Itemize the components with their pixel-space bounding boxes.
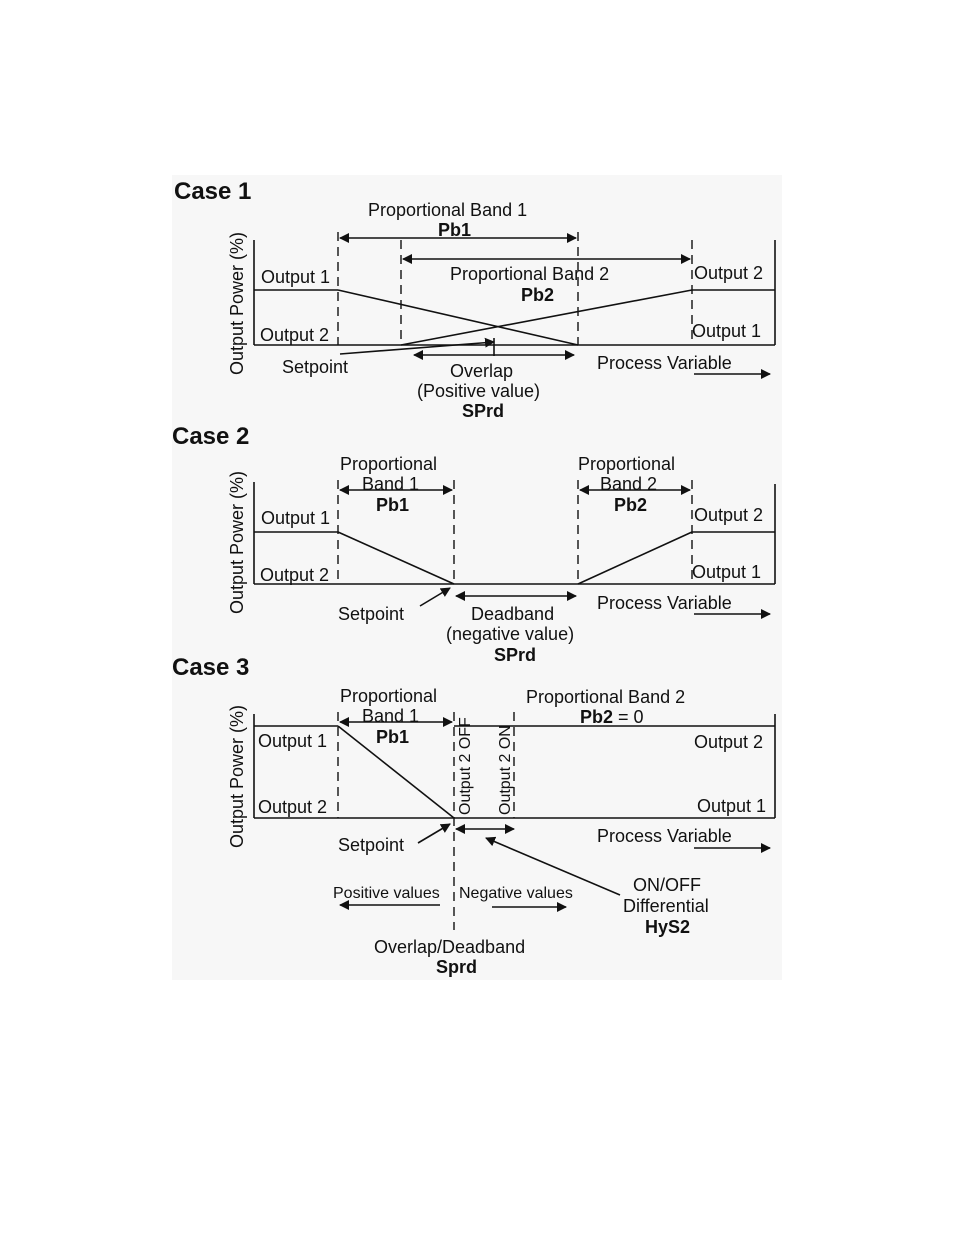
case1-pb2-code: Pb2 <box>521 285 554 305</box>
case1-output2-left: Output 2 <box>260 325 329 345</box>
case3-overlap-deadband-code: Sprd <box>436 957 477 977</box>
case3-onoff-line1: ON/OFF <box>633 875 701 895</box>
case3-panel: Case 3 Output Power (%) Proportional Ban… <box>172 654 776 977</box>
case3-output2-off-label: Output 2 OFF <box>457 717 474 815</box>
case1-output1-right: Output 1 <box>692 321 761 341</box>
case3-y-axis-label: Output Power (%) <box>227 705 247 848</box>
case2-deadband-code: SPrd <box>494 645 536 665</box>
case1-title: Case 1 <box>174 178 251 205</box>
case3-negative-values-label: Negative values <box>459 885 573 902</box>
case2-deadband-label: Deadband <box>471 604 554 624</box>
case2-output1-left: Output 1 <box>261 508 330 528</box>
case3-onoff-code: HyS2 <box>645 917 690 937</box>
case3-output2-on-label: Output 2 ON <box>497 725 514 815</box>
case2-output2-ramp <box>577 531 693 585</box>
case3-output2-right: Output 2 <box>694 732 763 752</box>
case3-setpoint-pointer <box>417 823 451 844</box>
case2-pb2-band: Band 2 <box>600 474 657 494</box>
case1-output2-right: Output 2 <box>694 263 763 283</box>
case1-panel: Case 1 Output Power (%) Proportional Ban… <box>174 178 776 421</box>
case2-output2-right: Output 2 <box>694 505 763 525</box>
case1-output1-ramp <box>337 289 579 346</box>
case3-positive-values-label: Positive values <box>333 885 440 902</box>
case1-setpoint-label: Setpoint <box>282 357 348 377</box>
case2-output2-left: Output 2 <box>260 565 329 585</box>
case3-pb2-value: = 0 <box>613 707 644 727</box>
case2-pb2-word: Proportional <box>578 454 675 474</box>
case1-setpoint-pointer <box>339 337 495 355</box>
case3-pb1-word: Proportional <box>340 686 437 706</box>
case3-setpoint-label: Setpoint <box>338 835 404 855</box>
case3-pb2-code: Pb2 <box>580 707 613 727</box>
case2-pb1-word: Proportional <box>340 454 437 474</box>
case1-pb2-label: Proportional Band 2 <box>450 264 609 284</box>
case2-output1-right: Output 1 <box>692 562 761 582</box>
case2-panel: Case 2 Output Power (%) Proportional Ban… <box>172 423 776 665</box>
case3-output2-left: Output 2 <box>258 797 327 817</box>
case2-process-variable-label: Process Variable <box>597 593 732 613</box>
case2-setpoint-pointer <box>419 587 451 607</box>
case3-output1-right: Output 1 <box>697 796 766 816</box>
case3-overlap-deadband-label: Overlap/Deadband <box>374 937 525 957</box>
case3-output1-ramp <box>337 725 455 819</box>
case3-output1-left: Output 1 <box>258 731 327 751</box>
case2-title: Case 2 <box>172 423 249 450</box>
case1-output2-ramp <box>400 289 693 346</box>
case3-pb2-label: Proportional Band 2 <box>526 687 685 707</box>
case1-output1-left: Output 1 <box>261 267 330 287</box>
case1-overlap-code: SPrd <box>462 401 504 421</box>
case3-pb2-line: Pb2 = 0 <box>580 707 644 727</box>
case1-process-variable-label: Process Variable <box>597 353 732 373</box>
case2-deadband-note: (negative value) <box>446 624 574 644</box>
case2-pb1-code: Pb1 <box>376 495 409 515</box>
case2-setpoint-label: Setpoint <box>338 604 404 624</box>
case3-title: Case 3 <box>172 654 249 681</box>
case1-overlap-label: Overlap <box>450 361 513 381</box>
case1-overlap-note: (Positive value) <box>417 381 540 401</box>
case3-pb1-band: Band 1 <box>362 706 419 726</box>
case2-y-axis-label: Output Power (%) <box>227 471 247 614</box>
case3-pb1-code: Pb1 <box>376 727 409 747</box>
case1-pb1-label: Proportional Band 1 <box>368 200 527 220</box>
case1-y-axis-label: Output Power (%) <box>227 232 247 375</box>
case2-output1-ramp <box>337 531 455 585</box>
case3-onoff-pointer <box>485 836 621 896</box>
case1-pb1-code: Pb1 <box>438 220 471 240</box>
case3-onoff-line2: Differential <box>623 896 709 916</box>
case2-pb2-code: Pb2 <box>614 495 647 515</box>
case2-pb1-band: Band 1 <box>362 474 419 494</box>
scan-background <box>172 175 782 980</box>
case3-process-variable-label: Process Variable <box>597 826 732 846</box>
